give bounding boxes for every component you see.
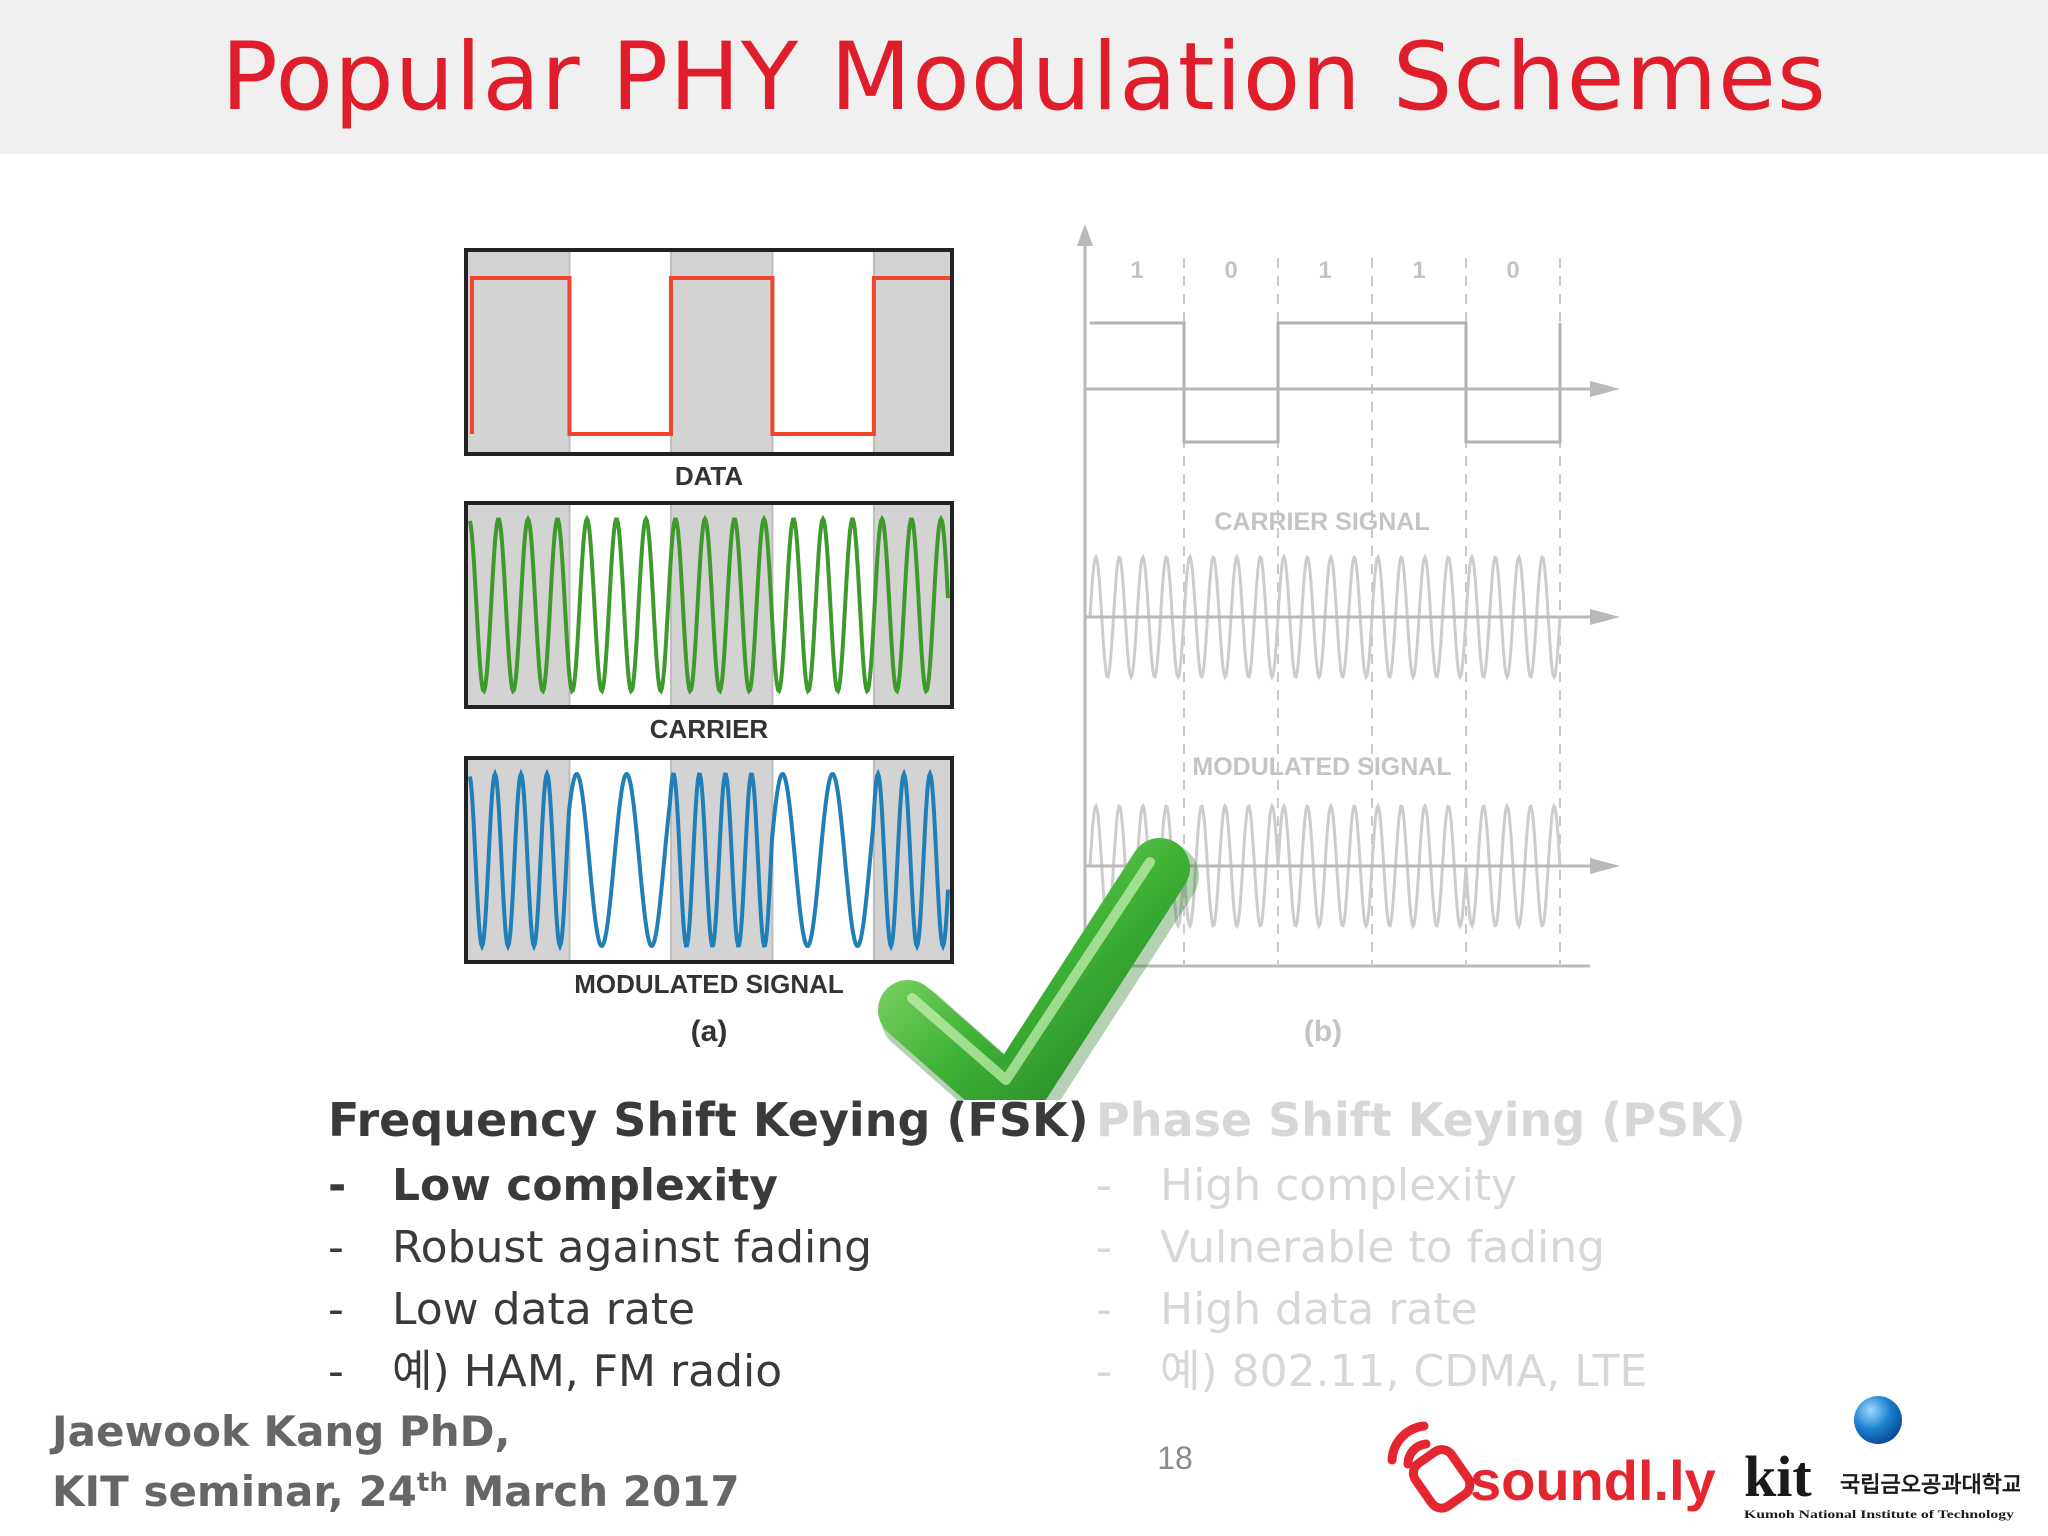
- bullet-text: High complexity: [1160, 1160, 1518, 1211]
- kit-english-name: Kumoh National Institute of Technology: [1744, 1507, 2014, 1521]
- seminar-line: KIT seminar, 24th March 2017: [52, 1462, 740, 1522]
- bit-label: 1: [1412, 257, 1425, 284]
- bit-label: 1: [1318, 257, 1331, 284]
- modulated-label: MODULATED SIGNAL: [574, 969, 844, 999]
- soundly-wordmark: soundl.ly: [1470, 1449, 1716, 1512]
- bit-shade: [670, 252, 773, 452]
- bit-label: 0: [1224, 257, 1237, 284]
- bit-label: 0: [1506, 257, 1519, 284]
- bit-label: 1: [1130, 257, 1143, 284]
- bullet-text: 예) 802.11, CDMA, LTE: [1160, 1346, 1648, 1397]
- bullet-text: 예) HAM, FM radio: [392, 1346, 783, 1397]
- seminar-prefix: KIT seminar, 24: [52, 1467, 417, 1516]
- bullet-text: Low complexity: [392, 1160, 778, 1211]
- kit-logo: kit 국립금오공과대학교 Kumoh National Institute o…: [1744, 1396, 2020, 1521]
- psk-data-wave: [1090, 321, 1562, 444]
- bullet-dash: -: [328, 1346, 344, 1397]
- title-bar: [0, 0, 2048, 154]
- fsk-title: Frequency Shift Keying (FSK): [328, 1093, 1089, 1147]
- modulated-panel: [464, 756, 954, 964]
- psk-figure: 1 0 1 1 0 CARRIER SIGNAL MODULATED SIGNAL (b…: [1077, 224, 1620, 1048]
- soundly-logo: soundl.ly: [1387, 1421, 1716, 1513]
- page-number: 18: [1157, 1440, 1193, 1476]
- bullet-dash: -: [328, 1222, 344, 1273]
- figure-b-caption: (b): [1304, 1015, 1342, 1048]
- modulation-diagram: DATA CARRIER MODULATED SIGNAL (a) 1 0 1 1 0: [464, 224, 1620, 1100]
- bullet-text: Robust against fading: [392, 1222, 873, 1273]
- data-label: DATA: [675, 461, 744, 491]
- bullet-dash: -: [328, 1284, 344, 1335]
- bullet-dash: -: [1096, 1160, 1112, 1211]
- kit-wordmark: kit: [1744, 1444, 1812, 1509]
- psk-title: Phase Shift Keying (PSK): [1096, 1093, 1746, 1147]
- bit-shade: [873, 252, 950, 452]
- bit-shade: [468, 252, 570, 452]
- fsk-modulated-wave: [468, 768, 950, 952]
- seminar-suffix: March 2017: [447, 1467, 740, 1516]
- carrier-sine-wave: [468, 514, 950, 695]
- psk-carrier-label: CARRIER SIGNAL: [1214, 508, 1429, 536]
- bullet-dash: -: [1096, 1222, 1112, 1273]
- data-square-wave: [470, 276, 950, 436]
- checkmark-icon: [878, 838, 1199, 1100]
- bullet-dash: -: [1096, 1346, 1112, 1397]
- bullet-text: High data rate: [1160, 1284, 1478, 1335]
- page-title: Popular PHY Modulation Schemes: [221, 23, 1827, 132]
- fsk-figure: DATA CARRIER MODULATED SIGNAL (a): [464, 248, 954, 1048]
- seminar-sup: th: [416, 1468, 448, 1498]
- kit-korean-name: 국립금오공과대학교: [1840, 1473, 2020, 1498]
- carrier-panel: [464, 501, 954, 709]
- data-panel: [464, 248, 954, 456]
- figure-a-caption: (a): [691, 1015, 728, 1048]
- bullet-text: Vulnerable to fading: [1160, 1222, 1606, 1273]
- psk-modulated-label: MODULATED SIGNAL: [1192, 753, 1451, 781]
- author-credit: Jaewook Kang PhD, KIT seminar, 24th Marc…: [52, 1402, 740, 1522]
- carrier-label: CARRIER: [650, 714, 769, 744]
- bullet-dash: -: [1096, 1284, 1112, 1335]
- bullet-dash: -: [328, 1160, 347, 1211]
- author-name: Jaewook Kang PhD,: [52, 1407, 511, 1456]
- bullet-text: Low data rate: [392, 1284, 696, 1335]
